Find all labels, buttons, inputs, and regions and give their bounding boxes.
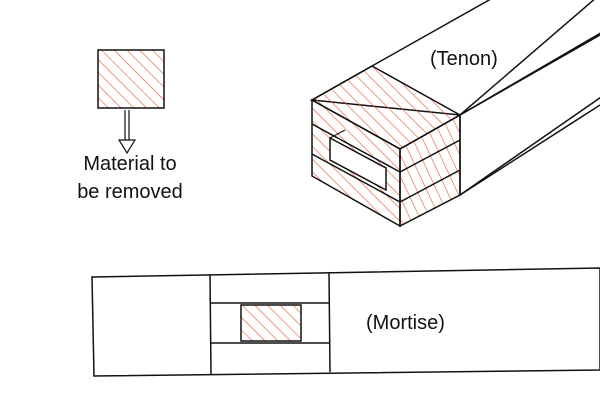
mortise-label: (Mortise) <box>366 312 445 334</box>
tenon-right-face <box>399 113 461 228</box>
tenon-opening <box>329 136 387 192</box>
tenon-beam <box>309 0 600 228</box>
down-arrow-icon <box>117 110 137 155</box>
tenon-label: (Tenon) <box>430 48 498 70</box>
legend-caption-line1: Material to <box>83 153 176 175</box>
legend-caption-line2: be removed <box>77 181 183 203</box>
legend-swatch <box>97 49 165 109</box>
mortise-outline <box>91 267 600 377</box>
mortise-beam <box>91 267 600 377</box>
legend: Material to be removed <box>77 49 183 203</box>
mortise-cavity <box>240 304 302 342</box>
